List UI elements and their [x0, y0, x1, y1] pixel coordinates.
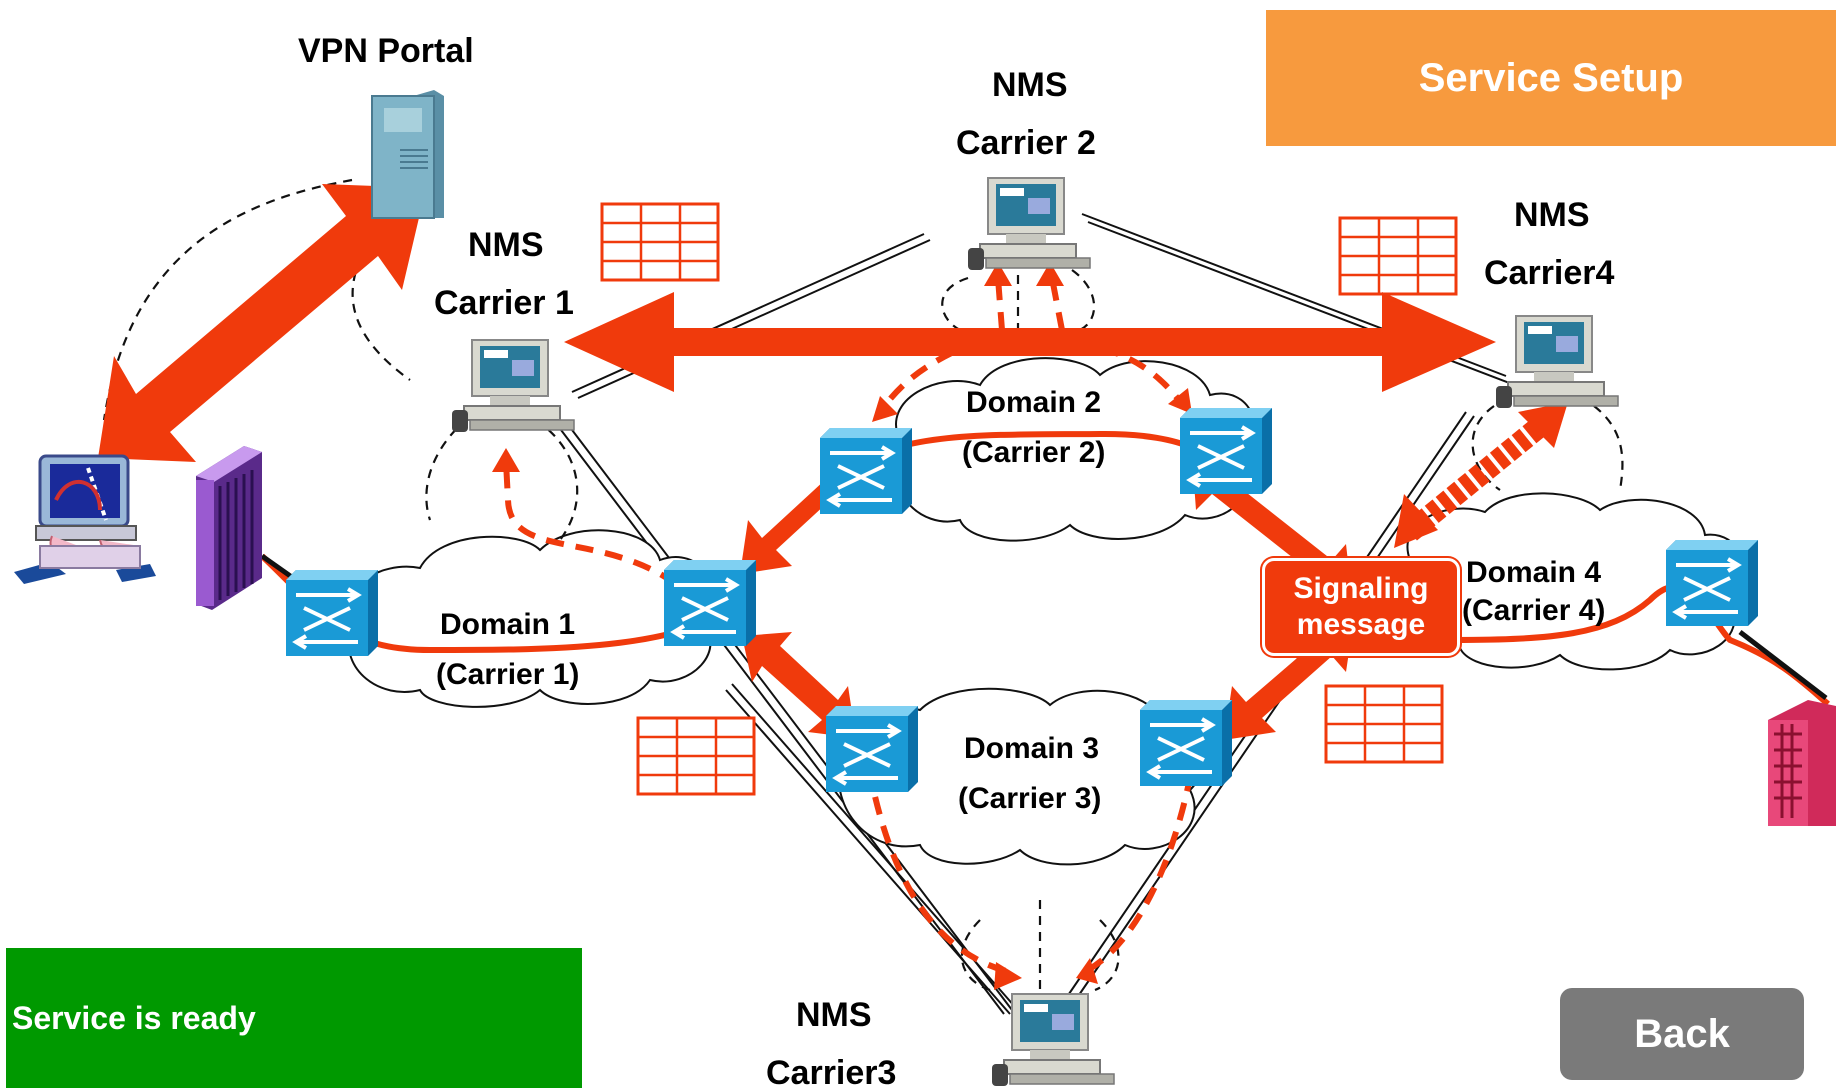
- back-button[interactable]: Back: [1560, 988, 1804, 1080]
- dashed-double-arrow-carrier4: [1403, 409, 1557, 541]
- signaling-line1: Signaling: [1293, 572, 1429, 605]
- nms-carrier3-name: Carrier3: [766, 1054, 897, 1088]
- service-ready-banner: Service is ready: [6, 948, 582, 1088]
- building-icon: [1768, 700, 1836, 826]
- nms-carrier3-title: NMS: [796, 996, 872, 1034]
- domain3-carrier: (Carrier 3): [958, 782, 1102, 815]
- signaling-line2: message: [1296, 608, 1426, 641]
- domain1-name: Domain 1: [440, 608, 576, 641]
- nms-carrier2-title: NMS: [992, 66, 1068, 104]
- server-icon: [371, 90, 444, 219]
- domain2-carrier: (Carrier 2): [962, 436, 1106, 469]
- vpn-portal-label: VPN Portal: [298, 32, 474, 70]
- nms-carrier1-title: NMS: [468, 226, 544, 264]
- service-setup-banner: Service Setup: [1266, 10, 1836, 146]
- control-arrows: [98, 184, 1496, 740]
- access-link: [1738, 630, 1828, 700]
- nms-carrier4-name: Carrier4: [1484, 254, 1615, 292]
- user-computer-icon: [14, 454, 156, 584]
- domain4-carrier: (Carrier 4): [1462, 594, 1606, 627]
- domain4-name: Domain 4: [1466, 556, 1602, 589]
- signaling-message-box: Signaling message: [1262, 558, 1460, 656]
- cloud-icon: [344, 357, 1746, 866]
- firewall-icon: [196, 446, 262, 610]
- nms-carrier4-title: NMS: [1514, 196, 1590, 234]
- nms-carrier2-name: Carrier 2: [956, 124, 1096, 162]
- domain2-name: Domain 2: [966, 386, 1102, 419]
- domain3-name: Domain 3: [964, 732, 1100, 765]
- nms-carrier1-name: Carrier 1: [434, 284, 574, 322]
- dashed-double-arrowheads: [1394, 402, 1568, 548]
- domain1-carrier: (Carrier 1): [436, 658, 580, 691]
